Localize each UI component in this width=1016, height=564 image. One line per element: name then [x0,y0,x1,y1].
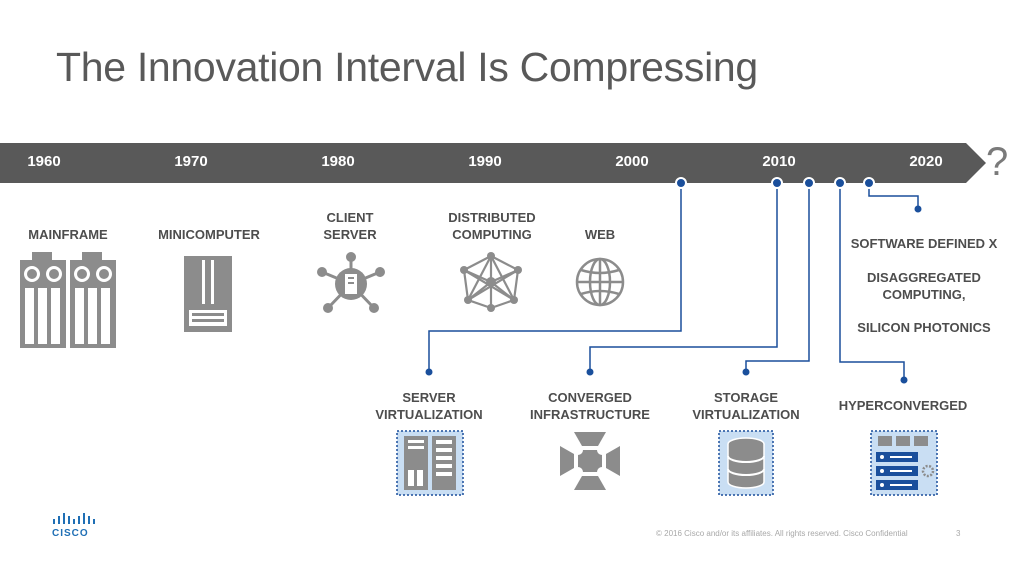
connector-hyperconverged [839,183,905,380]
dot-end-converged [586,368,594,376]
timeline-arrow-bar [0,143,986,183]
distributed-computing-icon [460,252,522,312]
year-label: 2020 [909,153,943,170]
milestone-silicon-photonics-label: SILICON PHOTONICS [857,320,991,335]
dot-timeline-storage [803,177,815,189]
dot-timeline-hyperconverged [834,177,846,189]
dot-timeline-server-virt [675,177,687,189]
storage-virtualization-icon [718,430,774,496]
year-label: 1980 [321,153,355,170]
milestone-hyperconverged-label: HYPERCONVERGED [838,398,968,413]
era-minicomputer-label: MINICOMPUTER [158,227,260,242]
year-label: 1990 [468,153,502,170]
era-web-label: WEB [584,227,616,242]
year-label: 2000 [615,153,649,170]
future-question-mark: ? [986,140,1009,184]
era-mainframe-label: MAINFRAME [28,227,108,242]
page-title: The Innovation Interval Is Compressing [56,44,758,90]
page-number: 3 [956,529,961,538]
year-label: 1960 [27,153,61,170]
dot-end-server-virt [425,368,433,376]
year-label: 2010 [762,153,796,170]
cisco-logo-icon [53,513,95,524]
dot-end-hyperconverged [900,376,908,384]
server-virtualization-icon [396,430,464,496]
milestone-software-defined-label: SOFTWARE DEFINED X [850,236,998,251]
minicomputer-icon [184,256,232,332]
mainframe-icon [20,252,116,348]
converged-infrastructure-icon [560,432,620,490]
dot-end-software-defined [914,205,922,213]
year-label: 1970 [174,153,208,170]
dot-end-storage [742,368,750,376]
connector-storage-virtualization [745,183,810,372]
client-server-icon [317,252,385,313]
dot-timeline-software-defined [863,177,875,189]
cisco-logo-text: CISCO [52,528,89,539]
hyperconverged-icon [870,430,938,496]
connector-converged-infrastructure [589,183,778,372]
globe-icon [575,257,625,307]
dot-timeline-converged [771,177,783,189]
connector-software-defined [868,183,919,209]
footer-copyright: © 2016 Cisco and/or its affiliates. All … [656,529,908,538]
connector-server-virtualization [428,183,682,372]
